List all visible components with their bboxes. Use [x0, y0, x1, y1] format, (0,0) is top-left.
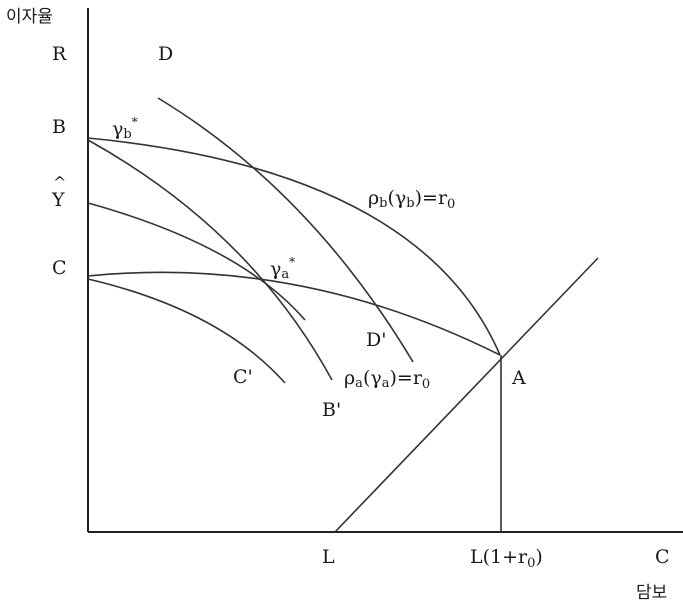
- curve-rho-a: [87, 271, 501, 356]
- rho-a-sub: a: [355, 376, 363, 391]
- rho-a-r-sub: 0: [422, 377, 430, 392]
- rho-b-open: (γ: [388, 187, 407, 209]
- x-label-l: L: [322, 546, 335, 568]
- curve-d-dprime: [157, 97, 414, 363]
- gamma-a-star-sub: a: [281, 267, 289, 282]
- curve-rho-b: [87, 137, 501, 356]
- label-b-prime: B': [322, 399, 341, 421]
- gamma-a-star-main: γ: [270, 258, 281, 280]
- x-label-l1r0-main: L(1+r: [470, 546, 528, 568]
- rho-b-sub: b: [379, 196, 387, 211]
- rho-b-close: )=r: [415, 187, 448, 209]
- y-label-y-hat: Y: [51, 189, 65, 211]
- x-label-c: C: [655, 546, 670, 568]
- curve-c-cprime: [87, 278, 286, 384]
- x-axis-title: 담보: [636, 583, 667, 603]
- label-rho-a-eq: ρa(γa)=r0: [344, 367, 430, 392]
- x-label-l1r0-sub: 0: [527, 556, 535, 571]
- x-label-l1r0-close: ): [535, 546, 542, 568]
- y-label-b: B: [52, 116, 66, 138]
- rho-a-open: (γ: [363, 367, 382, 389]
- rho-b-r-sub: 0: [447, 197, 455, 212]
- gamma-b-star-sup: *: [132, 115, 138, 129]
- rho-b-main: ρ: [368, 187, 379, 209]
- gamma-b-star-sub: b: [123, 127, 131, 142]
- gamma-a-star-sup: *: [289, 255, 295, 269]
- curve-y-hat: [87, 202, 306, 321]
- label-d-prime: D': [366, 329, 386, 351]
- line-from-l: [334, 257, 599, 533]
- y-axis-title: 이자율: [6, 7, 53, 27]
- rho-a-gamma-sub: a: [382, 376, 390, 391]
- label-gamma-b-star: γb*: [112, 115, 138, 142]
- rho-b-gamma-sub: b: [406, 196, 414, 211]
- y-label-c: C: [52, 257, 67, 279]
- x-label-l1r0: L(1+r0): [470, 546, 543, 571]
- label-c-prime: C': [233, 366, 253, 388]
- label-gamma-a-star: γa*: [270, 255, 295, 282]
- label-a: A: [511, 367, 526, 389]
- y-label-y-hat-mark: ^: [53, 173, 66, 192]
- label-d: D: [158, 43, 173, 65]
- gamma-b-star-main: γ: [112, 118, 123, 140]
- curve-b-bprime: [87, 139, 333, 381]
- y-label-r: R: [52, 43, 67, 65]
- label-rho-b-eq: ρb(γb)=r0: [368, 187, 455, 212]
- rho-a-main: ρ: [344, 367, 355, 389]
- rho-a-close: )=r: [389, 367, 422, 389]
